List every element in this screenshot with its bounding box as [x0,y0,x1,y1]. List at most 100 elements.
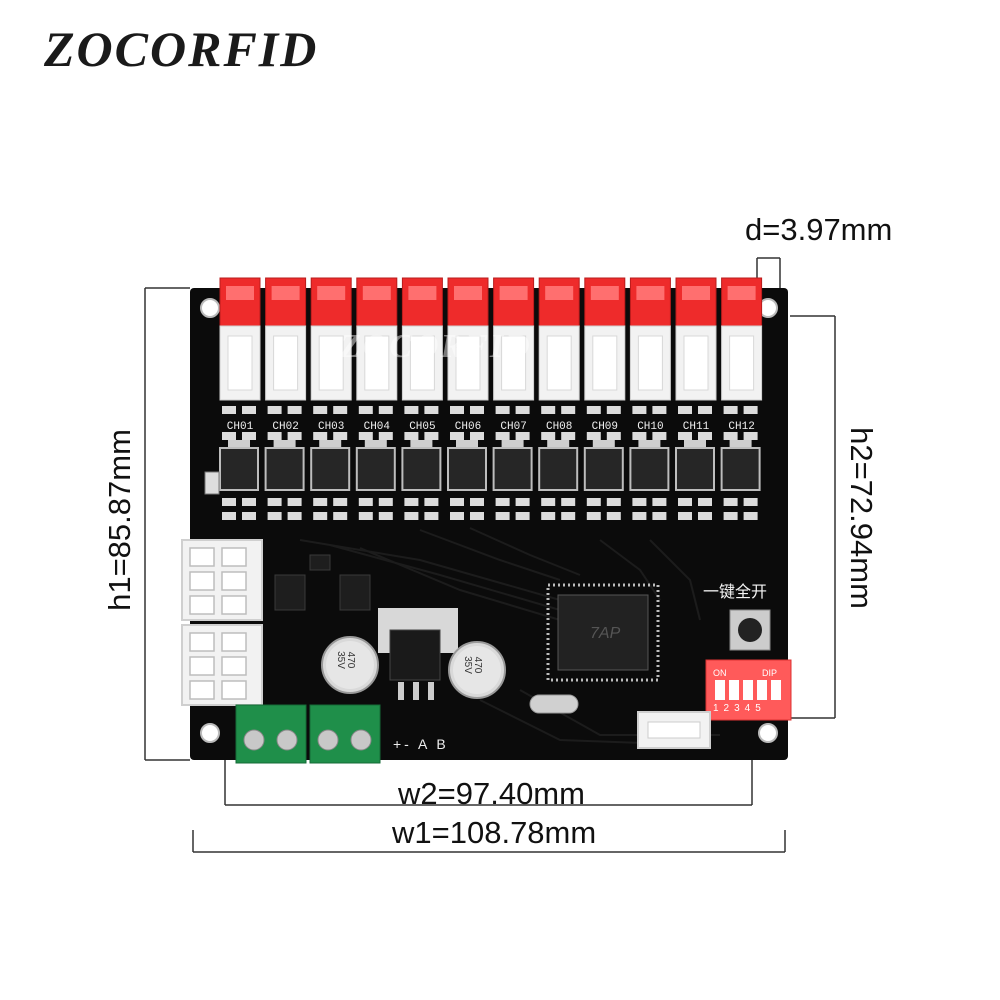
capacitor-left-label: 470 35V [334,651,356,669]
resistor [424,406,439,414]
mosfet [492,440,533,491]
small-ics [274,554,371,611]
channel-label-1: CH01 [226,421,254,433]
resistor [404,512,419,520]
resistor [678,432,692,440]
push-button[interactable] [729,609,771,651]
mosfet [310,440,351,491]
chip-label: 7AP [590,625,621,642]
resistor [450,498,464,506]
resistor [287,406,302,414]
resistor [287,432,302,440]
mosfet [264,440,305,491]
resistor [586,406,601,414]
board-watermark: ZOCORFID [340,328,532,365]
resistor [586,498,601,506]
resistor [632,406,647,414]
resistor [404,498,419,506]
mosfet [720,440,761,491]
resistor [698,406,712,414]
resistor [242,498,256,506]
mosfet [447,440,487,491]
resistor [267,512,282,520]
resistor [678,406,692,414]
channel-connector [584,277,626,401]
resistor [723,432,738,440]
channel-connector [538,277,580,401]
capacitor-left-voltage: 35V [334,651,346,669]
resistor [723,406,738,414]
resistor [450,432,464,440]
resistor [678,498,692,506]
resistor [470,432,484,440]
resistor [313,432,328,440]
channel-connector [310,277,352,401]
resistor [470,512,484,520]
resistor [541,512,556,520]
resistor [561,406,576,414]
resistor [333,498,348,506]
mosfet [219,440,259,491]
resistor [267,406,282,414]
brand-logo: ZOCORFID [44,21,319,77]
resistor [723,512,738,520]
resistor [515,432,530,440]
resistor [698,432,712,440]
smd-resistor [204,471,220,495]
resistor [541,406,556,414]
voltage-regulator [378,608,458,700]
resistor [606,432,621,440]
resistor [378,498,393,506]
channel-connector [629,277,671,401]
resistor [424,432,439,440]
resistor [652,406,667,414]
resistor [632,512,647,520]
dimension-w1: w1=108.78mm [392,815,597,850]
resistor [313,498,328,506]
channel-label-5: CH05 [409,421,436,433]
channel-connector [265,277,307,401]
resistor [743,512,758,520]
channel-label-7: CH07 [500,421,527,433]
resistor [267,498,282,506]
resistor [470,406,484,414]
channel-connector [219,277,261,401]
resistor [698,512,712,520]
resistor [358,512,373,520]
resistor [495,406,510,414]
dip-numbers: 12345 [713,703,766,714]
resistor [606,512,621,520]
resistor [222,406,236,414]
dip-brand-label: DIP [762,668,778,678]
resistor [450,512,464,520]
channel-connector [356,277,398,401]
resistor [222,498,236,506]
mosfet-row [219,440,761,491]
mosfet [675,440,715,491]
screw-terminal-left [235,704,307,764]
channel-connectors [219,277,763,401]
channel-label-4: CH04 [363,421,390,433]
resistor [333,512,348,520]
channel-connector [721,277,763,401]
resistor [287,498,302,506]
resistor [404,432,419,440]
resistor [743,406,758,414]
resistor [378,406,393,414]
resistor-rows [222,406,758,520]
resistor [541,498,556,506]
capacitor-right-voltage: 35V [461,656,473,674]
mosfet [538,440,579,491]
channel-label-9: CH09 [591,421,618,433]
resistor [586,432,601,440]
resistor [495,498,510,506]
capacitor-right-label: 470 35V [461,656,483,674]
resistor [561,498,576,506]
mosfet [401,440,442,491]
channel-connector [401,277,443,401]
resistor [358,406,373,414]
mosfet [355,440,396,491]
channel-label-10: CH10 [637,421,664,433]
dip-switch[interactable] [705,659,792,721]
